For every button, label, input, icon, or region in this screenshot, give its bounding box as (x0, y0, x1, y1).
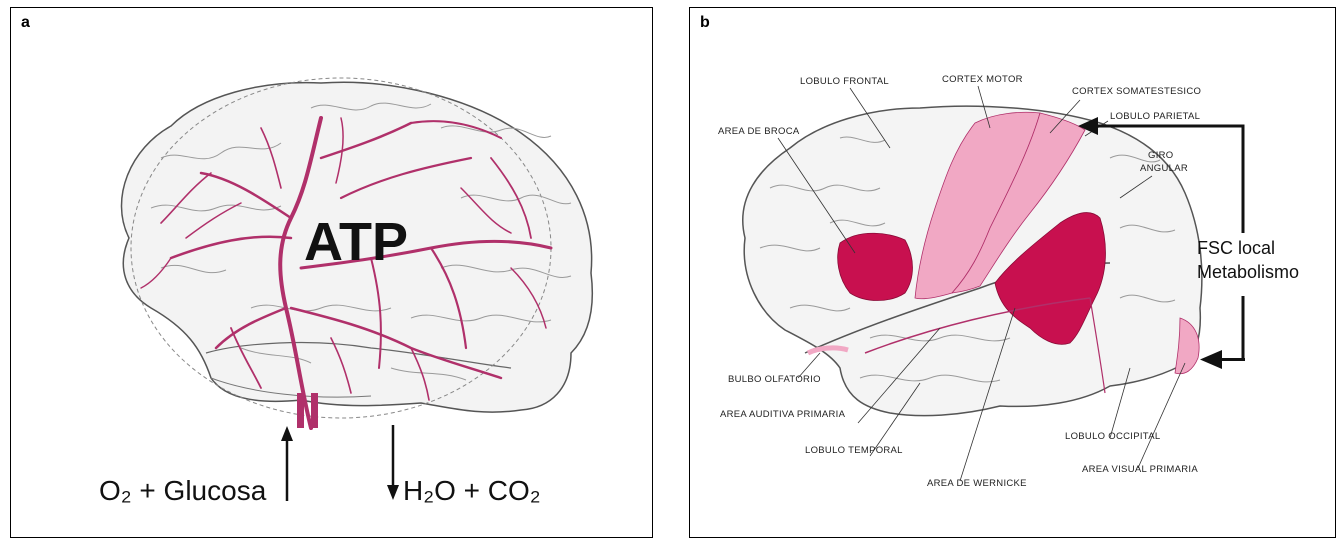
brain-areas-illustration: LOBULO FRONTAL CORTEX MOTOR CORTEX SOMAT… (690, 8, 1337, 539)
label-area-auditiva: AREA AUDITIVA PRIMARIA (720, 409, 846, 420)
label-area-wernicke: AREA DE WERNICKE (927, 478, 1027, 489)
atp-label: ATP (304, 212, 408, 272)
panel-b: b (689, 7, 1336, 538)
label-lobulo-temporal: LOBULO TEMPORAL (805, 445, 903, 456)
label-giro: GIRO (1148, 150, 1173, 161)
label-lobulo-frontal: LOBULO FRONTAL (800, 76, 889, 87)
label-cortex-motor: CORTEX MOTOR (942, 74, 1023, 85)
label-bulbo-olfatorio: BULBO OLFATORIO (728, 374, 821, 385)
output-label: H₂O + CO₂ (403, 475, 541, 506)
label-angular: ANGULAR (1140, 163, 1188, 174)
label-area-visual: AREA VISUAL PRIMARIA (1082, 464, 1198, 475)
label-lobulo-occipital: LOBULO OCCIPITAL (1065, 431, 1160, 442)
label-cortex-somatestesico: CORTEX SOMATESTESICO (1072, 86, 1201, 97)
metabolismo-label: Metabolismo (1197, 262, 1299, 282)
panel-a: a (10, 7, 653, 538)
label-area-broca: AREA DE BROCA (718, 126, 800, 137)
fsc-label: FSC local (1197, 238, 1275, 258)
label-lobulo-parietal: LOBULO PARIETAL (1110, 111, 1200, 122)
input-label: O₂ + Glucosa (99, 475, 267, 506)
brain-vasculature-illustration: ATP O₂ + Glucosa H₂O + CO₂ (11, 8, 654, 539)
